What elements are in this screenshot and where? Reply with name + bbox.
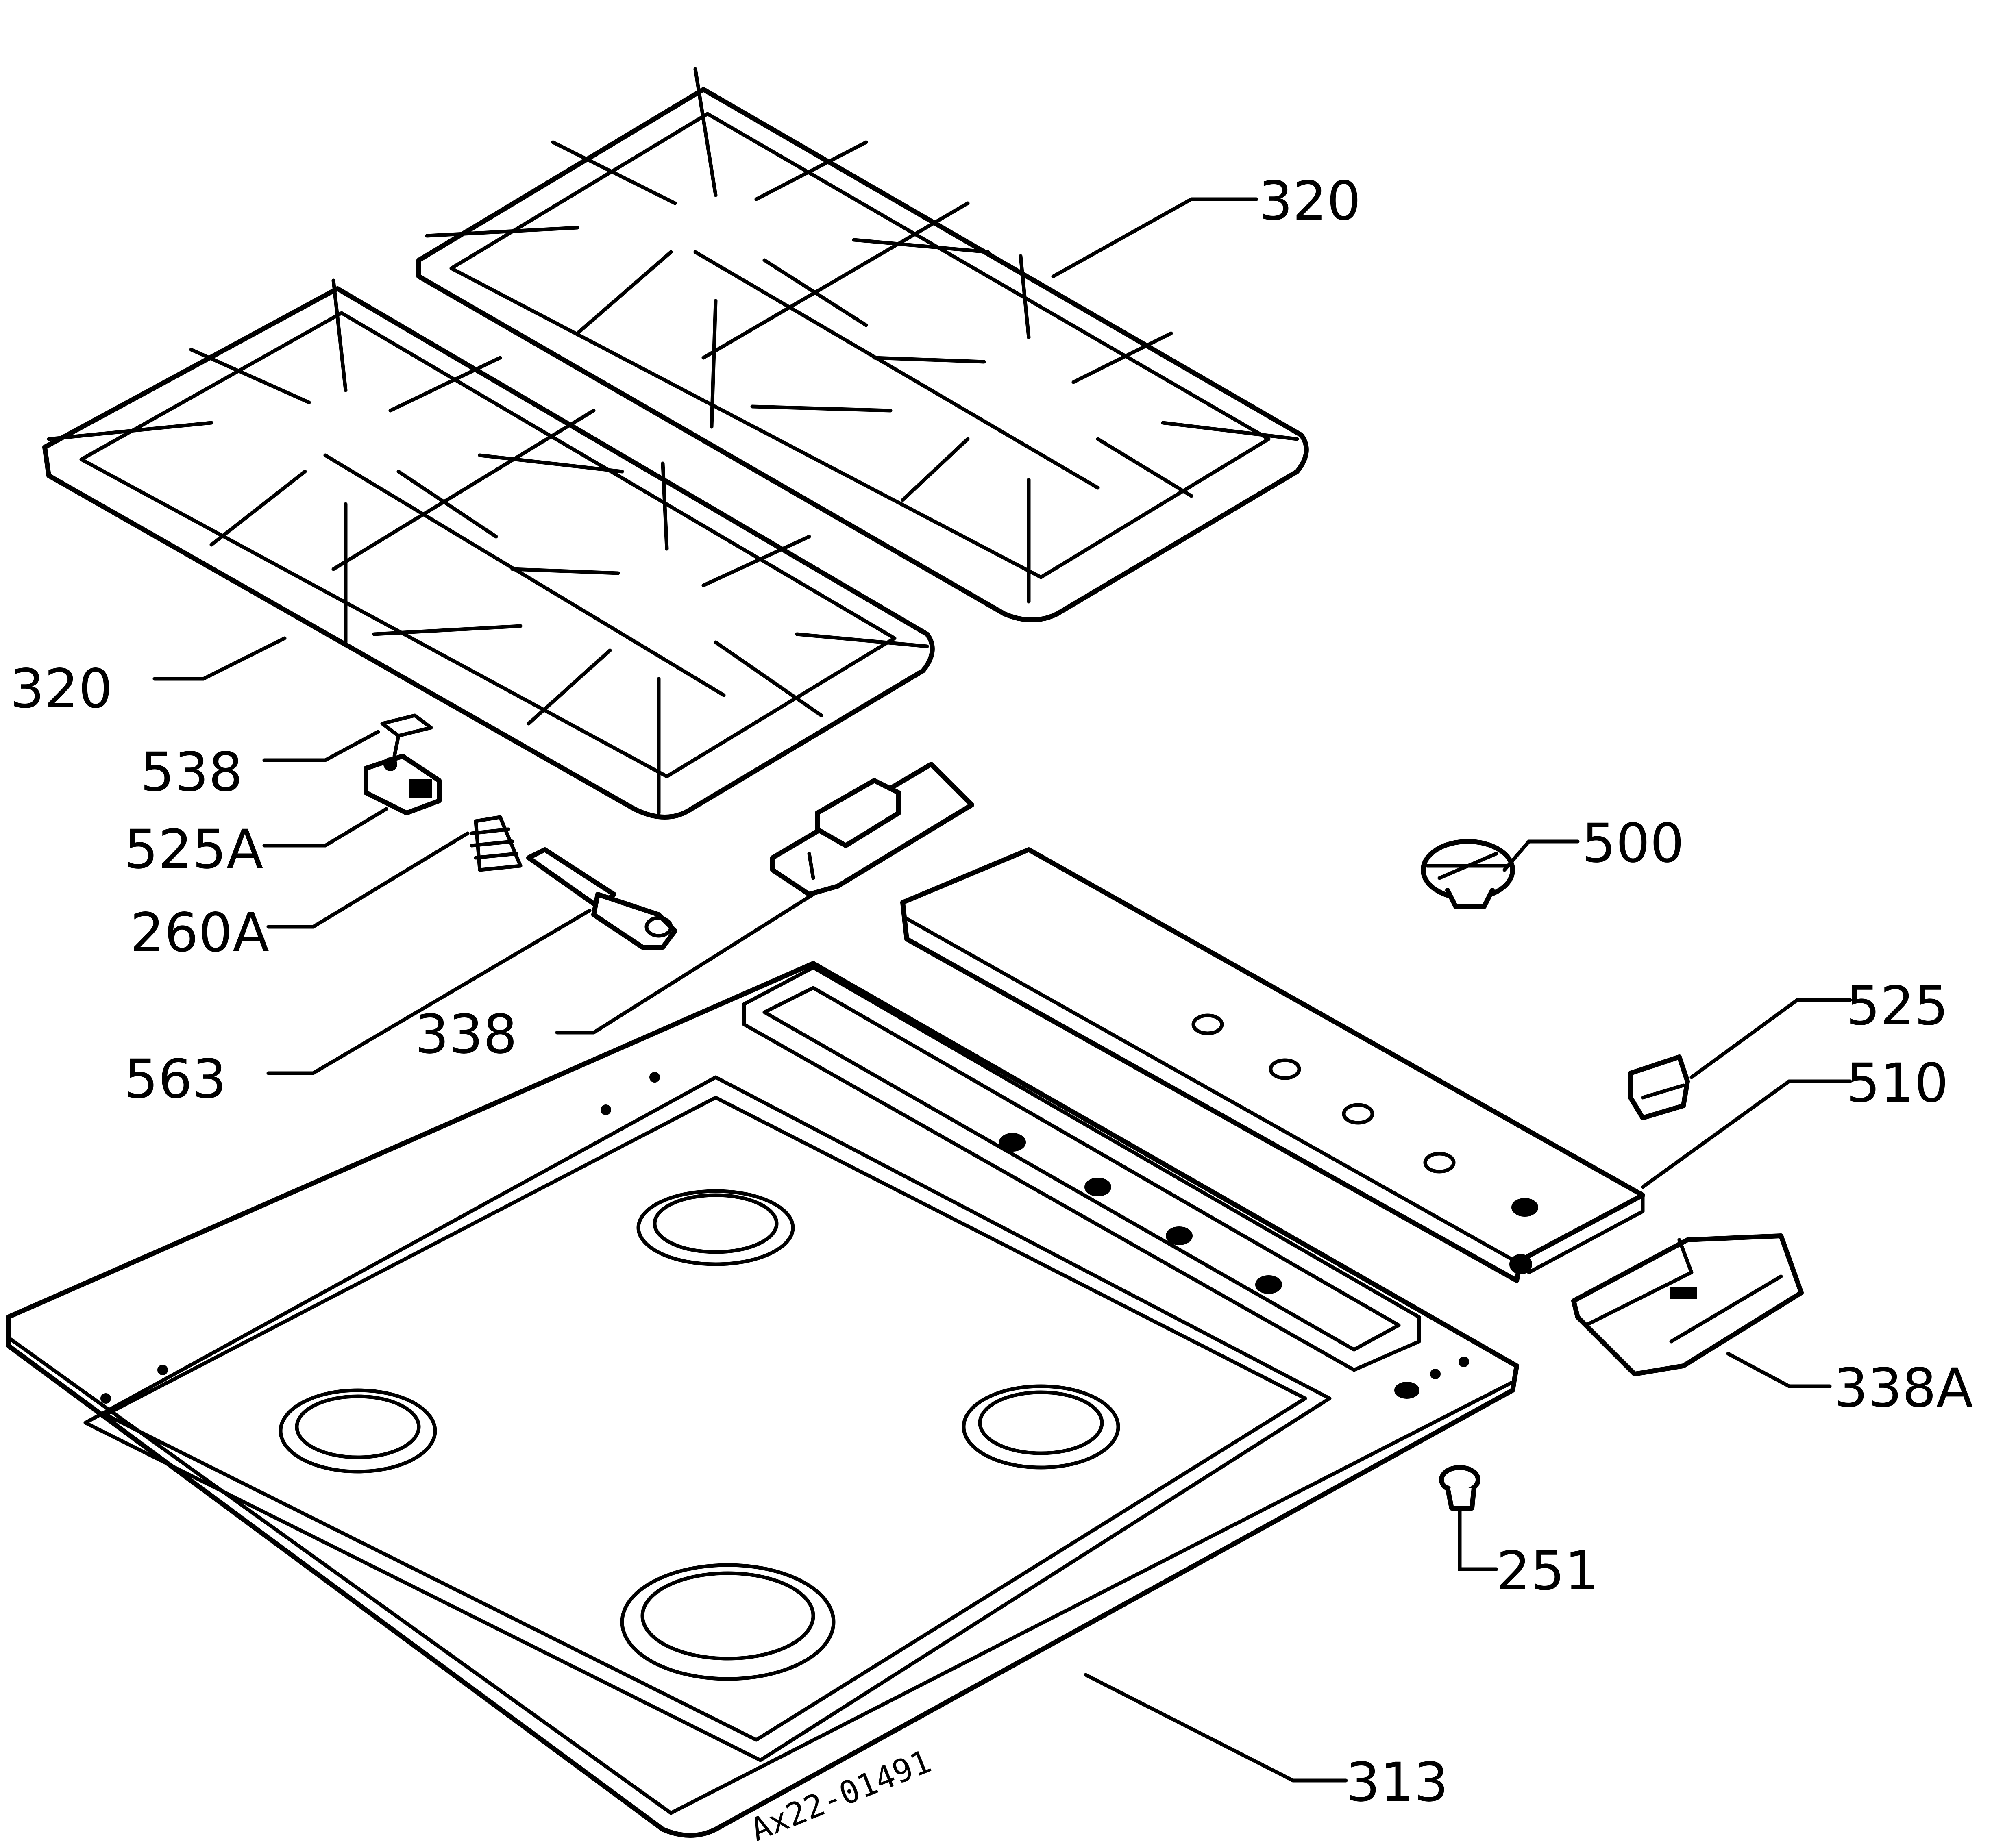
hob-top-plate <box>6 961 1519 1838</box>
part-260A-spring <box>470 815 523 872</box>
part-251-screw <box>1439 1465 1480 1511</box>
label-251: 251 <box>1496 1540 1599 1602</box>
part-338-switch-holder <box>770 762 974 897</box>
label-320-left: 320 <box>10 658 113 720</box>
control-panel-strip <box>900 847 1645 1283</box>
part-500-knob <box>1421 839 1515 909</box>
leader-lines <box>152 197 1852 1783</box>
part-525A-switch <box>364 754 442 815</box>
label-320-right: 320 <box>1258 170 1361 233</box>
label-338: 338 <box>415 1003 517 1066</box>
label-338A: 338A <box>1834 1357 1973 1420</box>
label-563: 563 <box>124 1048 226 1111</box>
label-260A: 260A <box>130 902 269 964</box>
pan-support-grid-right <box>416 67 1309 622</box>
label-525A: 525A <box>124 818 263 881</box>
label-525: 525 <box>1846 975 1949 1037</box>
part-538-clip <box>380 713 433 758</box>
pan-support-grid-left <box>42 278 935 820</box>
part-525-switch <box>1628 1054 1690 1120</box>
part-563-shaft <box>526 847 677 950</box>
label-538: 538 <box>140 741 243 804</box>
label-510: 510 <box>1846 1052 1949 1115</box>
label-500: 500 <box>1582 812 1684 875</box>
part-338A-holder <box>1571 1233 1804 1376</box>
label-313: 313 <box>1346 1751 1448 1814</box>
